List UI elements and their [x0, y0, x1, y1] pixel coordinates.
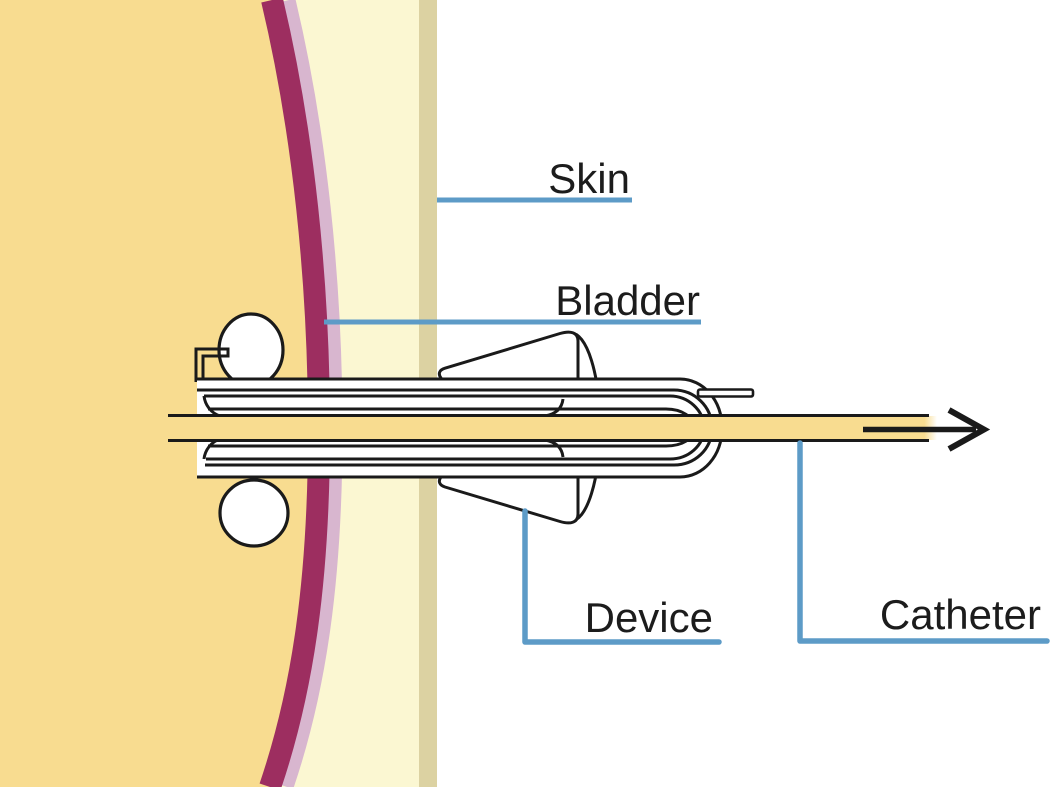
bladder-interior: [0, 0, 319, 787]
skin-label: Skin: [548, 155, 630, 202]
bladder-label: Bladder: [555, 277, 700, 324]
catheter-label: Catheter: [879, 591, 1041, 638]
flow-arrow-head: [947, 407, 991, 452]
device-label: Device: [584, 594, 713, 641]
catheter-leader-line: [797, 440, 1050, 644]
balloon-bottom: [218, 478, 290, 548]
device-leader-line: [522, 508, 722, 645]
catheter-tube: [0, 416, 937, 440]
retention-bracket: [194, 347, 230, 382]
sheath-rod: [696, 388, 755, 398]
